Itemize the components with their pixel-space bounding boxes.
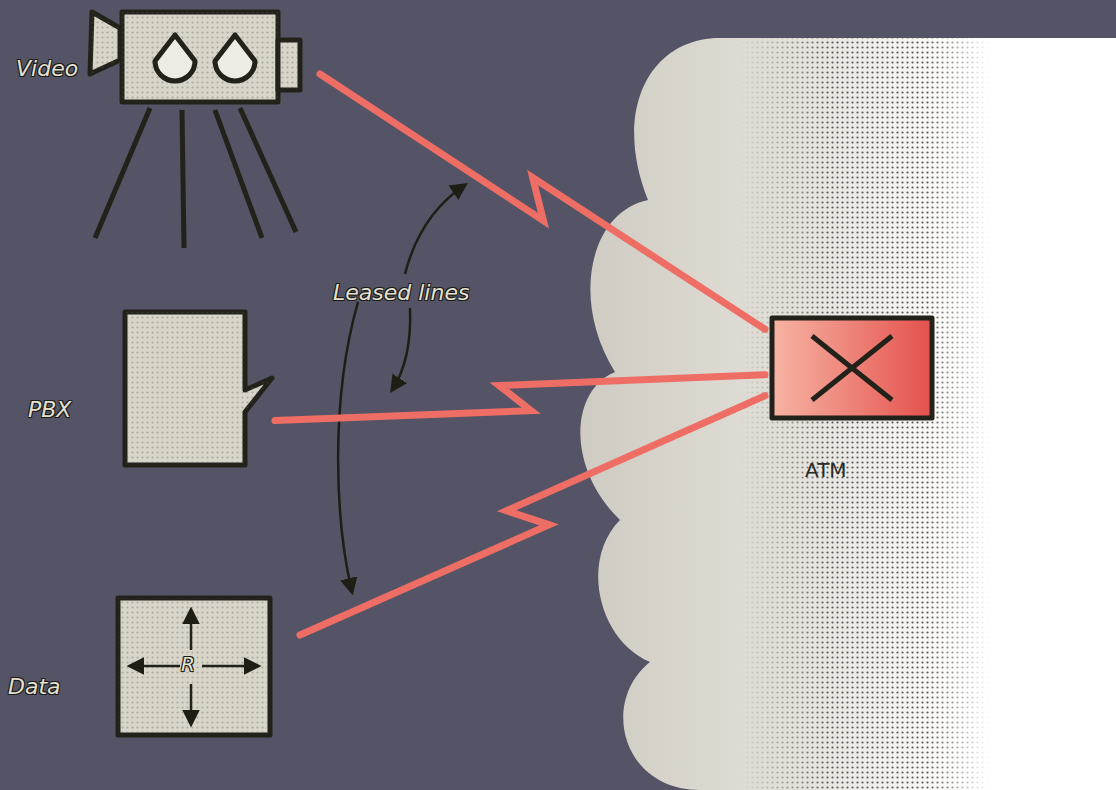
leased-line xyxy=(275,375,765,421)
camera-eyepiece xyxy=(278,40,300,90)
router-arrow xyxy=(202,665,258,668)
camera-lens-hood xyxy=(90,12,120,74)
tripod-leg xyxy=(215,110,262,238)
node-drawing xyxy=(772,318,932,418)
film-reel xyxy=(215,35,255,81)
device-node: Video xyxy=(10,4,320,254)
leased-line xyxy=(320,74,765,329)
leader-arrow xyxy=(338,302,358,592)
film-reel xyxy=(155,35,195,81)
leased-line xyxy=(300,396,765,635)
tripod-leg xyxy=(95,108,150,238)
router-box xyxy=(118,598,270,735)
node-outline xyxy=(765,310,940,485)
node-drawing xyxy=(118,598,270,735)
device-node: PBX xyxy=(20,305,275,470)
pbx-box xyxy=(125,312,272,465)
stipple-dots xyxy=(740,0,1000,790)
node-drawing xyxy=(125,312,272,465)
node-outline xyxy=(10,4,320,254)
callout-label: Leased lines xyxy=(333,280,469,305)
device-node: Data R xyxy=(5,590,300,740)
node-drawing xyxy=(90,12,300,248)
device-label: Video xyxy=(16,56,78,81)
device-node: ATM xyxy=(765,310,940,485)
switch-cross xyxy=(812,336,892,400)
camera-body xyxy=(122,12,278,102)
cloud-stipple xyxy=(740,0,1000,790)
switch-label: ATM xyxy=(805,458,847,482)
camera-body xyxy=(122,12,278,102)
router-box xyxy=(118,598,270,735)
leader-arrow xyxy=(405,185,465,274)
node-outline xyxy=(5,590,300,740)
camera-eyepiece xyxy=(278,40,300,90)
atm-switch xyxy=(772,318,932,418)
device-label: PBX xyxy=(28,397,71,422)
tripod-leg xyxy=(182,110,184,248)
pbx-box xyxy=(125,312,272,465)
leader-arrow xyxy=(392,308,410,390)
router-letter: R xyxy=(181,652,195,676)
node-outline xyxy=(20,305,275,470)
camera-lens-hood xyxy=(90,12,120,74)
tripod-leg xyxy=(240,108,296,232)
router-arrow xyxy=(130,665,180,668)
device-label: Data xyxy=(8,674,61,699)
router-arrow xyxy=(190,610,193,650)
router-arrow xyxy=(190,684,193,724)
